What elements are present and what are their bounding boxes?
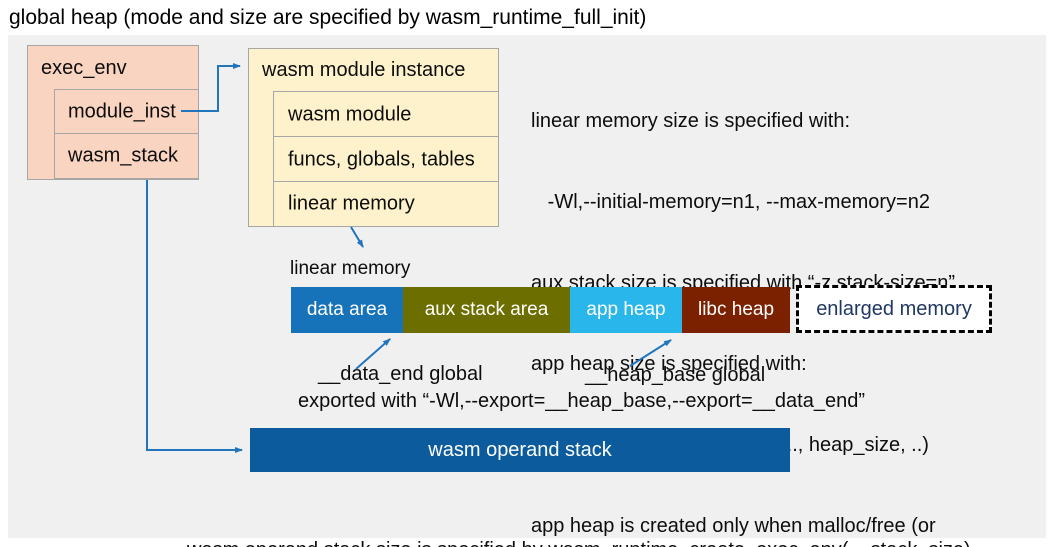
- wasm-operand-stack-bar: wasm operand stack: [250, 428, 790, 472]
- module-instance-field-funcs-globals-tables: funcs, globals, tables: [273, 136, 499, 183]
- segment-libc-heap: libc heap: [682, 287, 790, 333]
- heap-base-global-label: __heap_base global: [585, 364, 766, 386]
- note-line: app heap size is specified with:: [531, 353, 807, 375]
- exported-with-label: exported with “-Wl,--export=__heap_base,…: [298, 390, 865, 412]
- module-instance-field-wasm-module: wasm module: [273, 91, 499, 138]
- module-instance-field-linear-memory: linear memory: [273, 181, 499, 227]
- segment-enlarged-memory: enlarged memory: [796, 285, 992, 333]
- exec-env-field-wasm-stack: wasm_stack: [54, 133, 199, 179]
- note-line: app heap is created only when malloc/fre…: [531, 515, 936, 537]
- module-instance-header: wasm module instance: [262, 59, 466, 81]
- linear-memory-label: linear memory: [290, 258, 411, 279]
- wasm-module-instance-box: wasm module instance wasm module funcs, …: [248, 48, 499, 227]
- note-line: -Wl,--initial-memory=n1, --max-memory=n2: [531, 191, 930, 213]
- note-line: linear memory size is specified with:: [531, 110, 850, 132]
- operand-stack-size-note: wasm operand stack size is specified by …: [187, 483, 971, 547]
- segment-app-heap: app heap: [570, 287, 682, 333]
- segment-aux-stack-area: aux stack area: [403, 287, 570, 333]
- diagram-title: global heap (mode and size are specified…: [9, 6, 647, 29]
- field-label: wasm module: [288, 103, 412, 125]
- field-label: funcs, globals, tables: [288, 148, 475, 170]
- data-end-global-label: __data_end global: [318, 363, 483, 385]
- exec-env-header: exec_env: [41, 57, 127, 79]
- exec-env-field-module-inst: module_inst: [54, 89, 199, 135]
- segment-data-area: data area: [291, 287, 403, 333]
- field-label: wasm_stack: [68, 144, 179, 167]
- note-line: wasm operand stack size is specified by …: [187, 537, 971, 547]
- exec-env-box: exec_env module_inst wasm_stack: [27, 45, 199, 180]
- field-label: linear memory: [288, 192, 415, 215]
- field-label: module_inst: [68, 100, 176, 123]
